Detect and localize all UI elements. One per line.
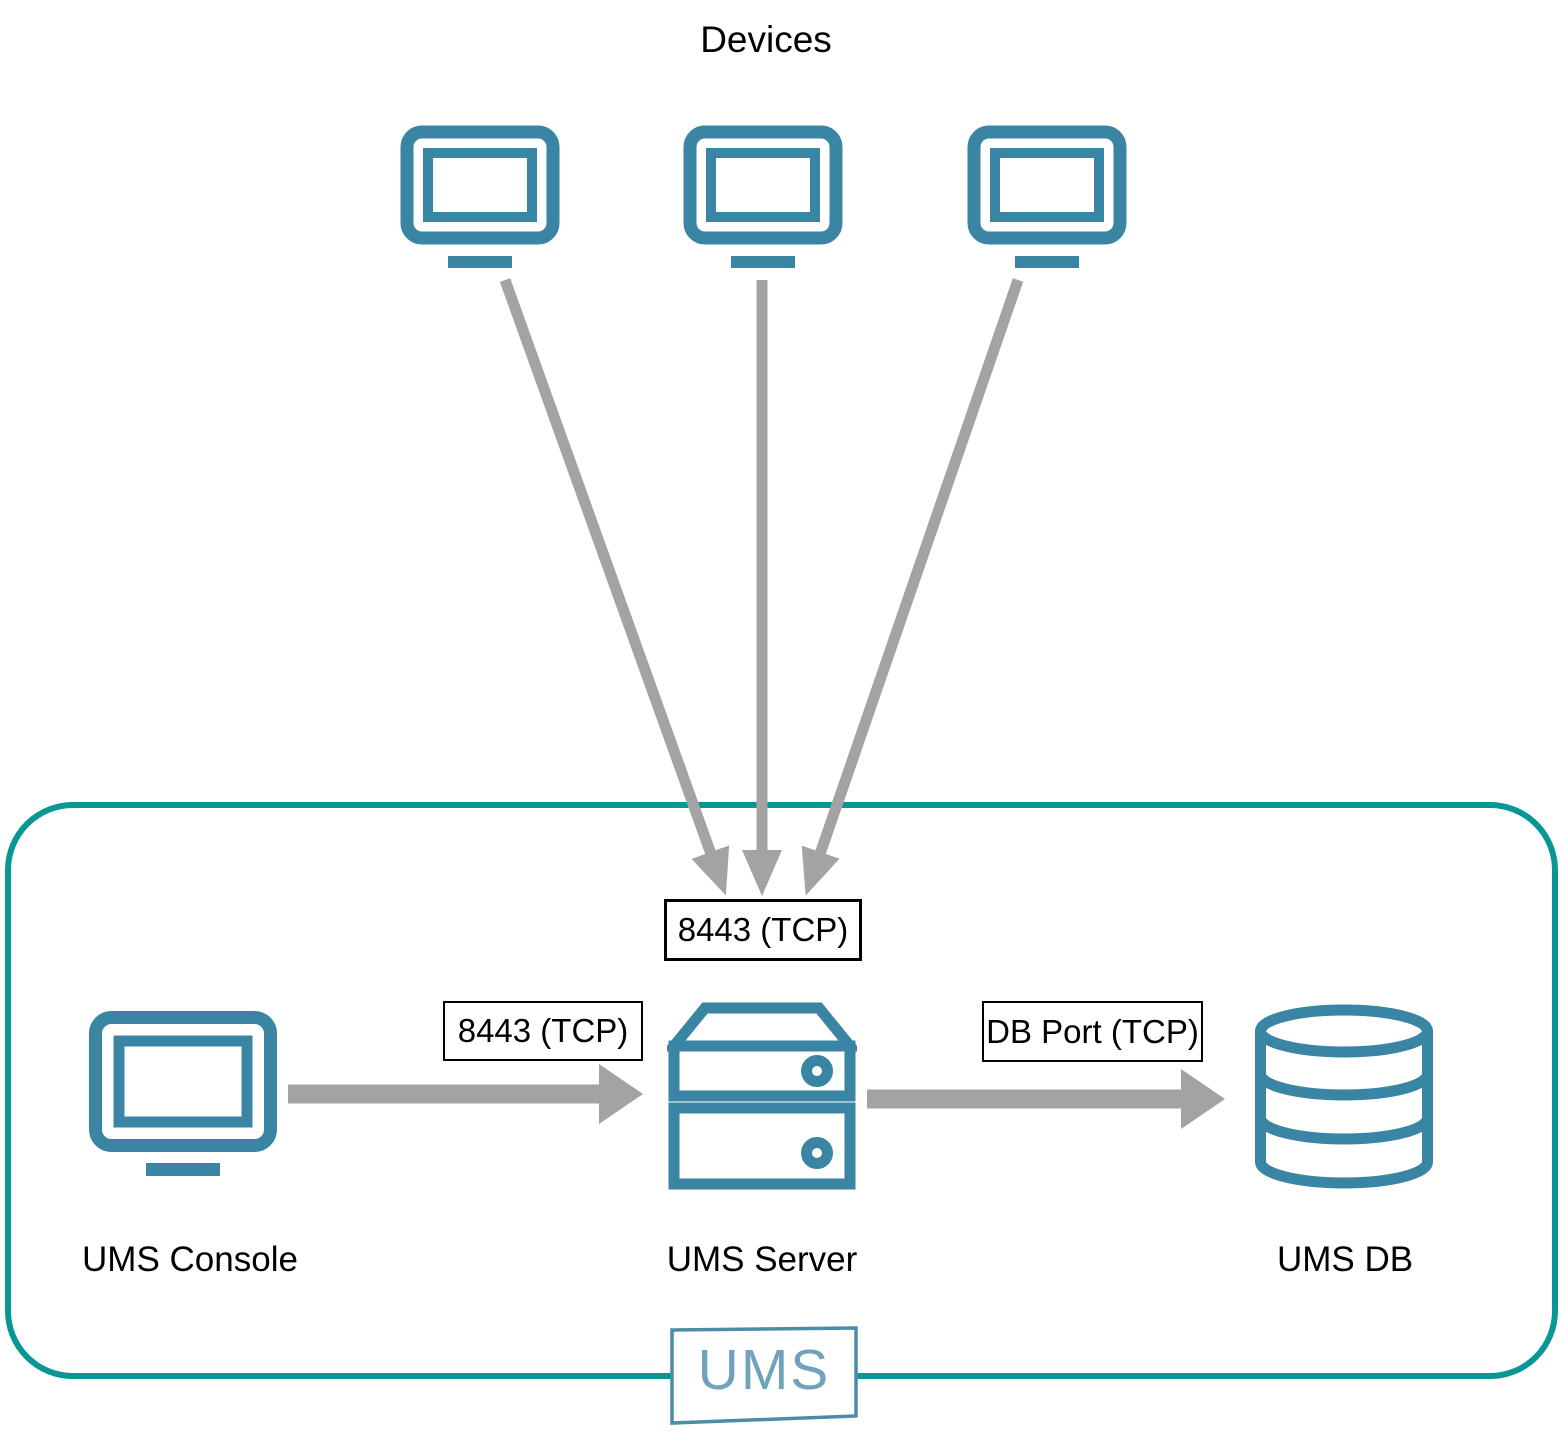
ums-server-icon [667, 1002, 857, 1190]
ums-logo-box [670, 1326, 858, 1425]
port-label-console-to-server: 8443 (TCP) [443, 1001, 643, 1061]
ums-console-label: UMS Console [82, 1240, 298, 1279]
device-monitor-icon-1 [400, 125, 560, 268]
arrow-device1-to-server [499, 278, 730, 896]
ums-logo-text: UMS [697, 1338, 831, 1402]
device-monitor-icon-2 [683, 125, 843, 268]
device-monitor-icon-3 [967, 125, 1127, 268]
ums-db-label: UMS DB [1276, 1240, 1414, 1279]
ums-server-label: UMS Server [666, 1240, 858, 1279]
port-label-server-to-db: DB Port (TCP) [982, 1001, 1203, 1062]
port-label-devices-to-server: 8443 (TCP) [664, 899, 862, 961]
arrow-device3-to-server [801, 278, 1024, 896]
ums-db-database-icon [1255, 1004, 1433, 1189]
ums-console-monitor-icon [89, 1011, 277, 1176]
devices-group-title: Devices [700, 19, 832, 60]
